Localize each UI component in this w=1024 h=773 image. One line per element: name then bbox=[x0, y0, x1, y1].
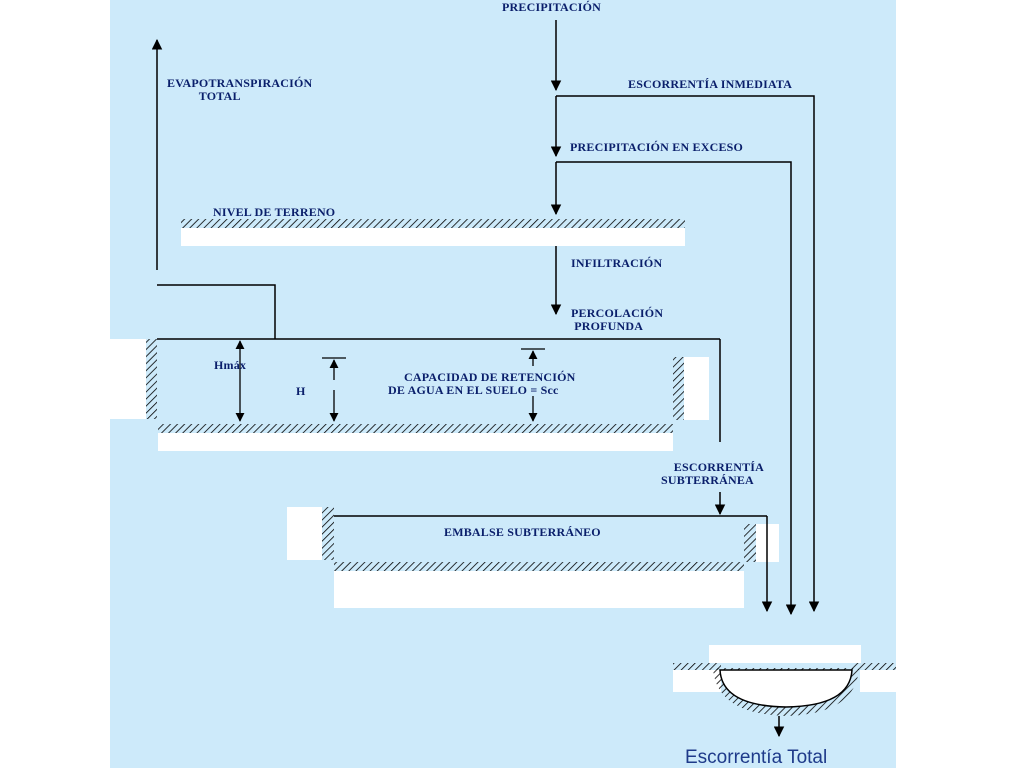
label-hmax: Hmáx bbox=[214, 358, 247, 372]
soil-right-wall bbox=[673, 357, 684, 420]
label-precipitacion: PRECIPITACIÓN bbox=[502, 0, 602, 14]
evapo-return-line bbox=[157, 284, 276, 339]
outlet-right-white bbox=[860, 670, 896, 692]
label-h: H bbox=[296, 384, 306, 398]
outlet-top-white bbox=[709, 645, 861, 663]
embalse-bottom-strip bbox=[334, 571, 744, 608]
label-precipitacion-exceso: PRECIPITACIÓN EN EXCESO bbox=[570, 140, 744, 154]
exceso-line bbox=[556, 161, 797, 616]
ground-strip bbox=[181, 228, 685, 246]
label-evapotranspiracion: EVAPOTRANSPIRACIÓN TOTAL bbox=[167, 76, 313, 103]
label-escorrentia-inmediata: ESCORRENTÍA INMEDIATA bbox=[628, 77, 793, 91]
soil-left-white bbox=[110, 339, 146, 419]
label-infiltracion: INFILTRACIÓN bbox=[571, 256, 663, 270]
embalse-left-white bbox=[287, 507, 322, 560]
soil-left-wall bbox=[146, 339, 157, 419]
label-percolacion: PERCOLACIÓN PROFUNDA bbox=[571, 306, 664, 333]
background-panel bbox=[110, 0, 896, 768]
outlet-left-white bbox=[673, 670, 721, 692]
embalse-left-wall bbox=[322, 507, 334, 560]
embalse-right-wall bbox=[744, 524, 756, 562]
outlet-left-hatch bbox=[673, 663, 721, 670]
soil-bottom-strip bbox=[158, 433, 673, 451]
label-embalse-subterraneo: EMBALSE SUBTERRÁNEO bbox=[444, 525, 601, 539]
ground-hatch bbox=[181, 219, 685, 228]
label-escorrentia-subterranea: ESCORRENTÍA SUBTERRÁNEA bbox=[661, 460, 765, 487]
outlet-basin bbox=[719, 669, 853, 708]
soil-right-white bbox=[684, 357, 709, 420]
label-capacidad-retencion: CAPACIDAD DE RETENCIÓN DE AGUA EN EL SUE… bbox=[388, 370, 576, 397]
outlet-right-hatch bbox=[852, 663, 896, 670]
soil-bottom-hatch bbox=[158, 424, 673, 433]
label-escorrentia-total: Escorrentía Total bbox=[685, 747, 828, 768]
embalse-bottom-hatch bbox=[334, 562, 744, 571]
label-nivel-terreno: NIVEL DE TERRENO bbox=[213, 205, 336, 219]
escorrentia-inmediata-line bbox=[556, 95, 820, 613]
